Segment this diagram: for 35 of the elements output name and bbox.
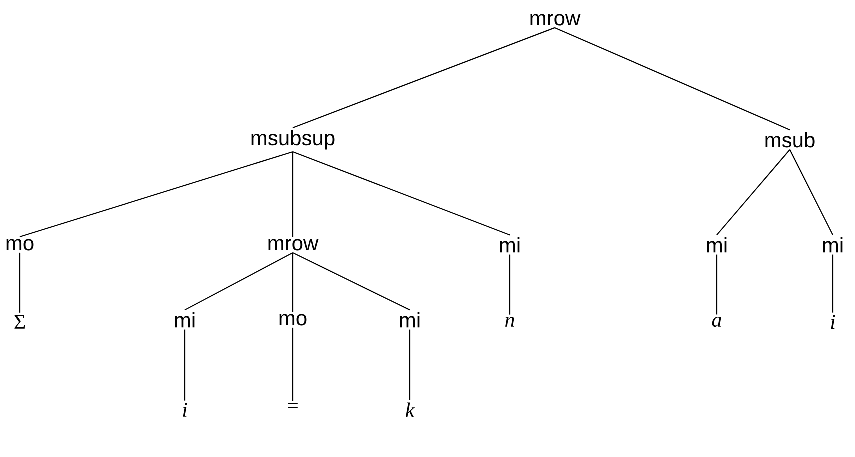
tree-edge <box>292 151 510 236</box>
node-label: mi <box>500 237 520 253</box>
tree-edge <box>184 252 294 311</box>
tree-edge <box>292 252 294 312</box>
tree-edge <box>19 252 21 313</box>
node-label: n <box>506 317 514 327</box>
tree-edge <box>292 252 410 311</box>
tree-edge <box>292 27 556 129</box>
node-label: mi <box>707 237 727 253</box>
tree-edge <box>554 27 790 131</box>
tree-edge <box>716 254 718 315</box>
node-label: mrow <box>268 239 319 251</box>
node-label: msub <box>766 132 815 148</box>
node-label: a <box>712 316 722 328</box>
node-label: mi <box>823 237 843 253</box>
node-label: mo <box>6 239 34 251</box>
tree-edge <box>184 330 186 401</box>
node-label: mo <box>280 314 307 326</box>
tree-edge <box>292 152 294 238</box>
node-label: Σ <box>14 315 26 329</box>
node-label: = <box>288 403 298 408</box>
node-label: i <box>183 403 188 417</box>
node-label: mi <box>175 312 195 328</box>
tree-edge <box>790 150 834 236</box>
tree-edge <box>20 151 294 238</box>
tree-edge <box>509 254 511 315</box>
tree-edge <box>292 328 294 401</box>
tree-edge <box>716 150 790 236</box>
node-label: i <box>831 315 836 329</box>
node-label: mrow <box>530 14 581 26</box>
node-label: k <box>406 402 415 418</box>
tree-edge <box>832 254 834 313</box>
node-label: msubsup <box>252 130 335 150</box>
tree-edge <box>409 330 411 400</box>
node-label: mi <box>400 312 420 328</box>
